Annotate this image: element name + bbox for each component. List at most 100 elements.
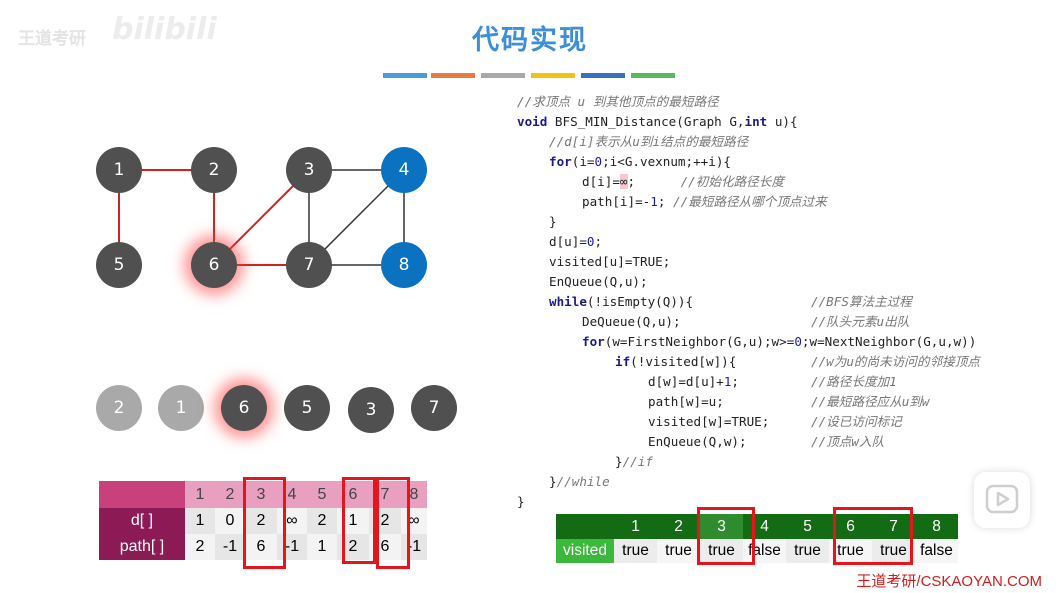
code-line-2: void BFS_MIN_Distance(Graph G,int u){ (517, 112, 798, 132)
code-keyword: for (549, 154, 572, 169)
code-text: u){ (767, 114, 798, 129)
code-comment-17: //设已访问标记 (811, 412, 902, 432)
table-cell: true (786, 539, 829, 563)
code-text: ; (627, 174, 681, 189)
code-text: ; (657, 194, 674, 209)
highlight-box-col-6 (342, 477, 376, 564)
code-text: path[i]= (582, 194, 643, 209)
code-comment-18: //顶点w入队 (811, 432, 884, 452)
highlight-box-visited-6-7 (833, 507, 913, 565)
table-cell: -1 (401, 534, 427, 560)
code-line-17: visited[w]=TRUE; (648, 412, 769, 432)
header-cell: 4 (760, 517, 769, 535)
bilibili-logo: bilibili (112, 12, 217, 47)
code-text: visited[u]=TRUE; (549, 254, 671, 269)
code-text: } (549, 474, 557, 489)
table-header-row: 1 2 3 4 5 6 7 8 (556, 514, 958, 539)
code-comment: //BFS算法主过程 (811, 294, 912, 309)
header-cell: 7 (889, 517, 898, 535)
code-text: ; (594, 234, 603, 249)
brand-footer: 王道考研/CSKAOYAN.COM (856, 573, 1042, 590)
code-keyword: while (549, 294, 587, 309)
header-cell (99, 481, 185, 508)
code-number: -1 (642, 194, 658, 209)
queue-item: 3 (348, 387, 394, 433)
header-cell: 3 (245, 481, 277, 508)
table-cell: -1 (215, 534, 245, 560)
header-cell (556, 514, 614, 539)
color-bar-2 (431, 73, 475, 78)
code-number: 0 (794, 334, 802, 349)
code-comment: //最短路径应从u到w (811, 394, 930, 409)
code-line-6: path[i]=-1; //最短路径从哪个顶点过来 (582, 192, 827, 212)
row-label: visited (556, 539, 614, 563)
header-cell: 3 (700, 514, 743, 539)
code-number: 0 (586, 234, 595, 249)
code-text: } (517, 494, 525, 509)
code-line-3: //d[i]表示从u到i结点的最短路径 (549, 132, 748, 152)
code-text: d[i]= (582, 174, 620, 189)
code-text: d[u]= (549, 234, 587, 249)
table-cell: 0 (215, 508, 245, 534)
code-line-1: //求顶点 u 到其他顶点的最短路径 (517, 92, 719, 112)
code-text: EnQueue(Q,u); (549, 274, 648, 289)
code-text: } (615, 454, 623, 469)
queue-item-current: 6 (221, 385, 267, 431)
code-text: path[w]=u; (648, 394, 724, 409)
table-header-row: 1 2 3 4 5 6 7 8 (99, 481, 427, 508)
table-cell: ∞ (277, 508, 307, 534)
header-cell: 8 (401, 481, 427, 508)
watermark-text: 王道考研 (18, 29, 86, 49)
code-text: (!visited[w]){ (630, 354, 737, 369)
queue-item: 1 (158, 385, 204, 431)
queue-item: 7 (411, 385, 457, 431)
graph-node-8: 8 (381, 242, 427, 288)
code-comment: //d[i]表示从u到i结点的最短路径 (549, 134, 749, 149)
code-text: visited[w]=TRUE; (648, 414, 770, 429)
code-text: DeQueue(Q,u); (582, 314, 681, 329)
table-cell: 1 (185, 508, 215, 534)
table-cell: 2 (307, 508, 337, 534)
code-line-13: for(w=FirstNeighbor(G,u);w>=0;w=NextNeig… (582, 332, 976, 352)
header-cell: 6 (846, 517, 855, 535)
code-number: 0 (594, 154, 603, 169)
code-text: ;i<G.vexnum;++i){ (602, 154, 731, 169)
code-text: (!isEmpty(Q)){ (586, 294, 694, 309)
table-cell: true (657, 539, 700, 563)
code-number: 1 (723, 374, 732, 389)
code-keyword: void (517, 114, 548, 129)
code-keyword: int (744, 114, 768, 129)
code-text: ;w=NextNeighbor(G,u,w)) (801, 334, 977, 349)
code-line-15: d[w]=d[u]+1; (648, 372, 739, 392)
code-comment-12: //队头元素u出队 (811, 312, 909, 332)
code-comment: //顶点w入队 (811, 434, 885, 449)
table-cell: 1 (307, 534, 337, 560)
visited-table: 1 2 3 4 5 6 7 8 visited true true true f… (556, 514, 958, 563)
graph-node-1: 1 (96, 147, 142, 193)
code-comment: //队头元素u出队 (811, 314, 910, 329)
play-button[interactable] (974, 472, 1030, 528)
queue-item: 5 (284, 385, 330, 431)
code-line-19: }//if (615, 452, 653, 472)
code-comment: //最短路径从哪个顶点过来 (673, 194, 827, 209)
code-comment: //路径长度加1 (811, 374, 897, 389)
highlight-box-col-3 (243, 477, 286, 569)
code-line-4: for(i=0;i<G.vexnum;++i){ (549, 152, 731, 172)
header-cell: 1 (631, 517, 640, 535)
code-line-7: } (549, 212, 557, 232)
code-comment: //求顶点 u 到其他顶点的最短路径 (517, 94, 719, 109)
code-line-9: visited[u]=TRUE; (549, 252, 670, 272)
queue-item: 2 (96, 385, 142, 431)
code-comment: //设已访问标记 (811, 414, 902, 429)
color-bar-1 (383, 73, 427, 78)
code-line-20: }//while (549, 472, 610, 492)
graph-node-4: 4 (381, 147, 427, 193)
table-cell: true (700, 539, 743, 563)
code-line-11: while(!isEmpty(Q)){ (549, 292, 693, 312)
graph-node-5: 5 (96, 242, 142, 288)
graph-node-3: 3 (286, 147, 332, 193)
code-keyword: for (582, 334, 605, 349)
color-bar-6 (631, 73, 675, 78)
code-line-16: path[w]=u; (648, 392, 724, 412)
code-line-21: } (517, 492, 525, 512)
